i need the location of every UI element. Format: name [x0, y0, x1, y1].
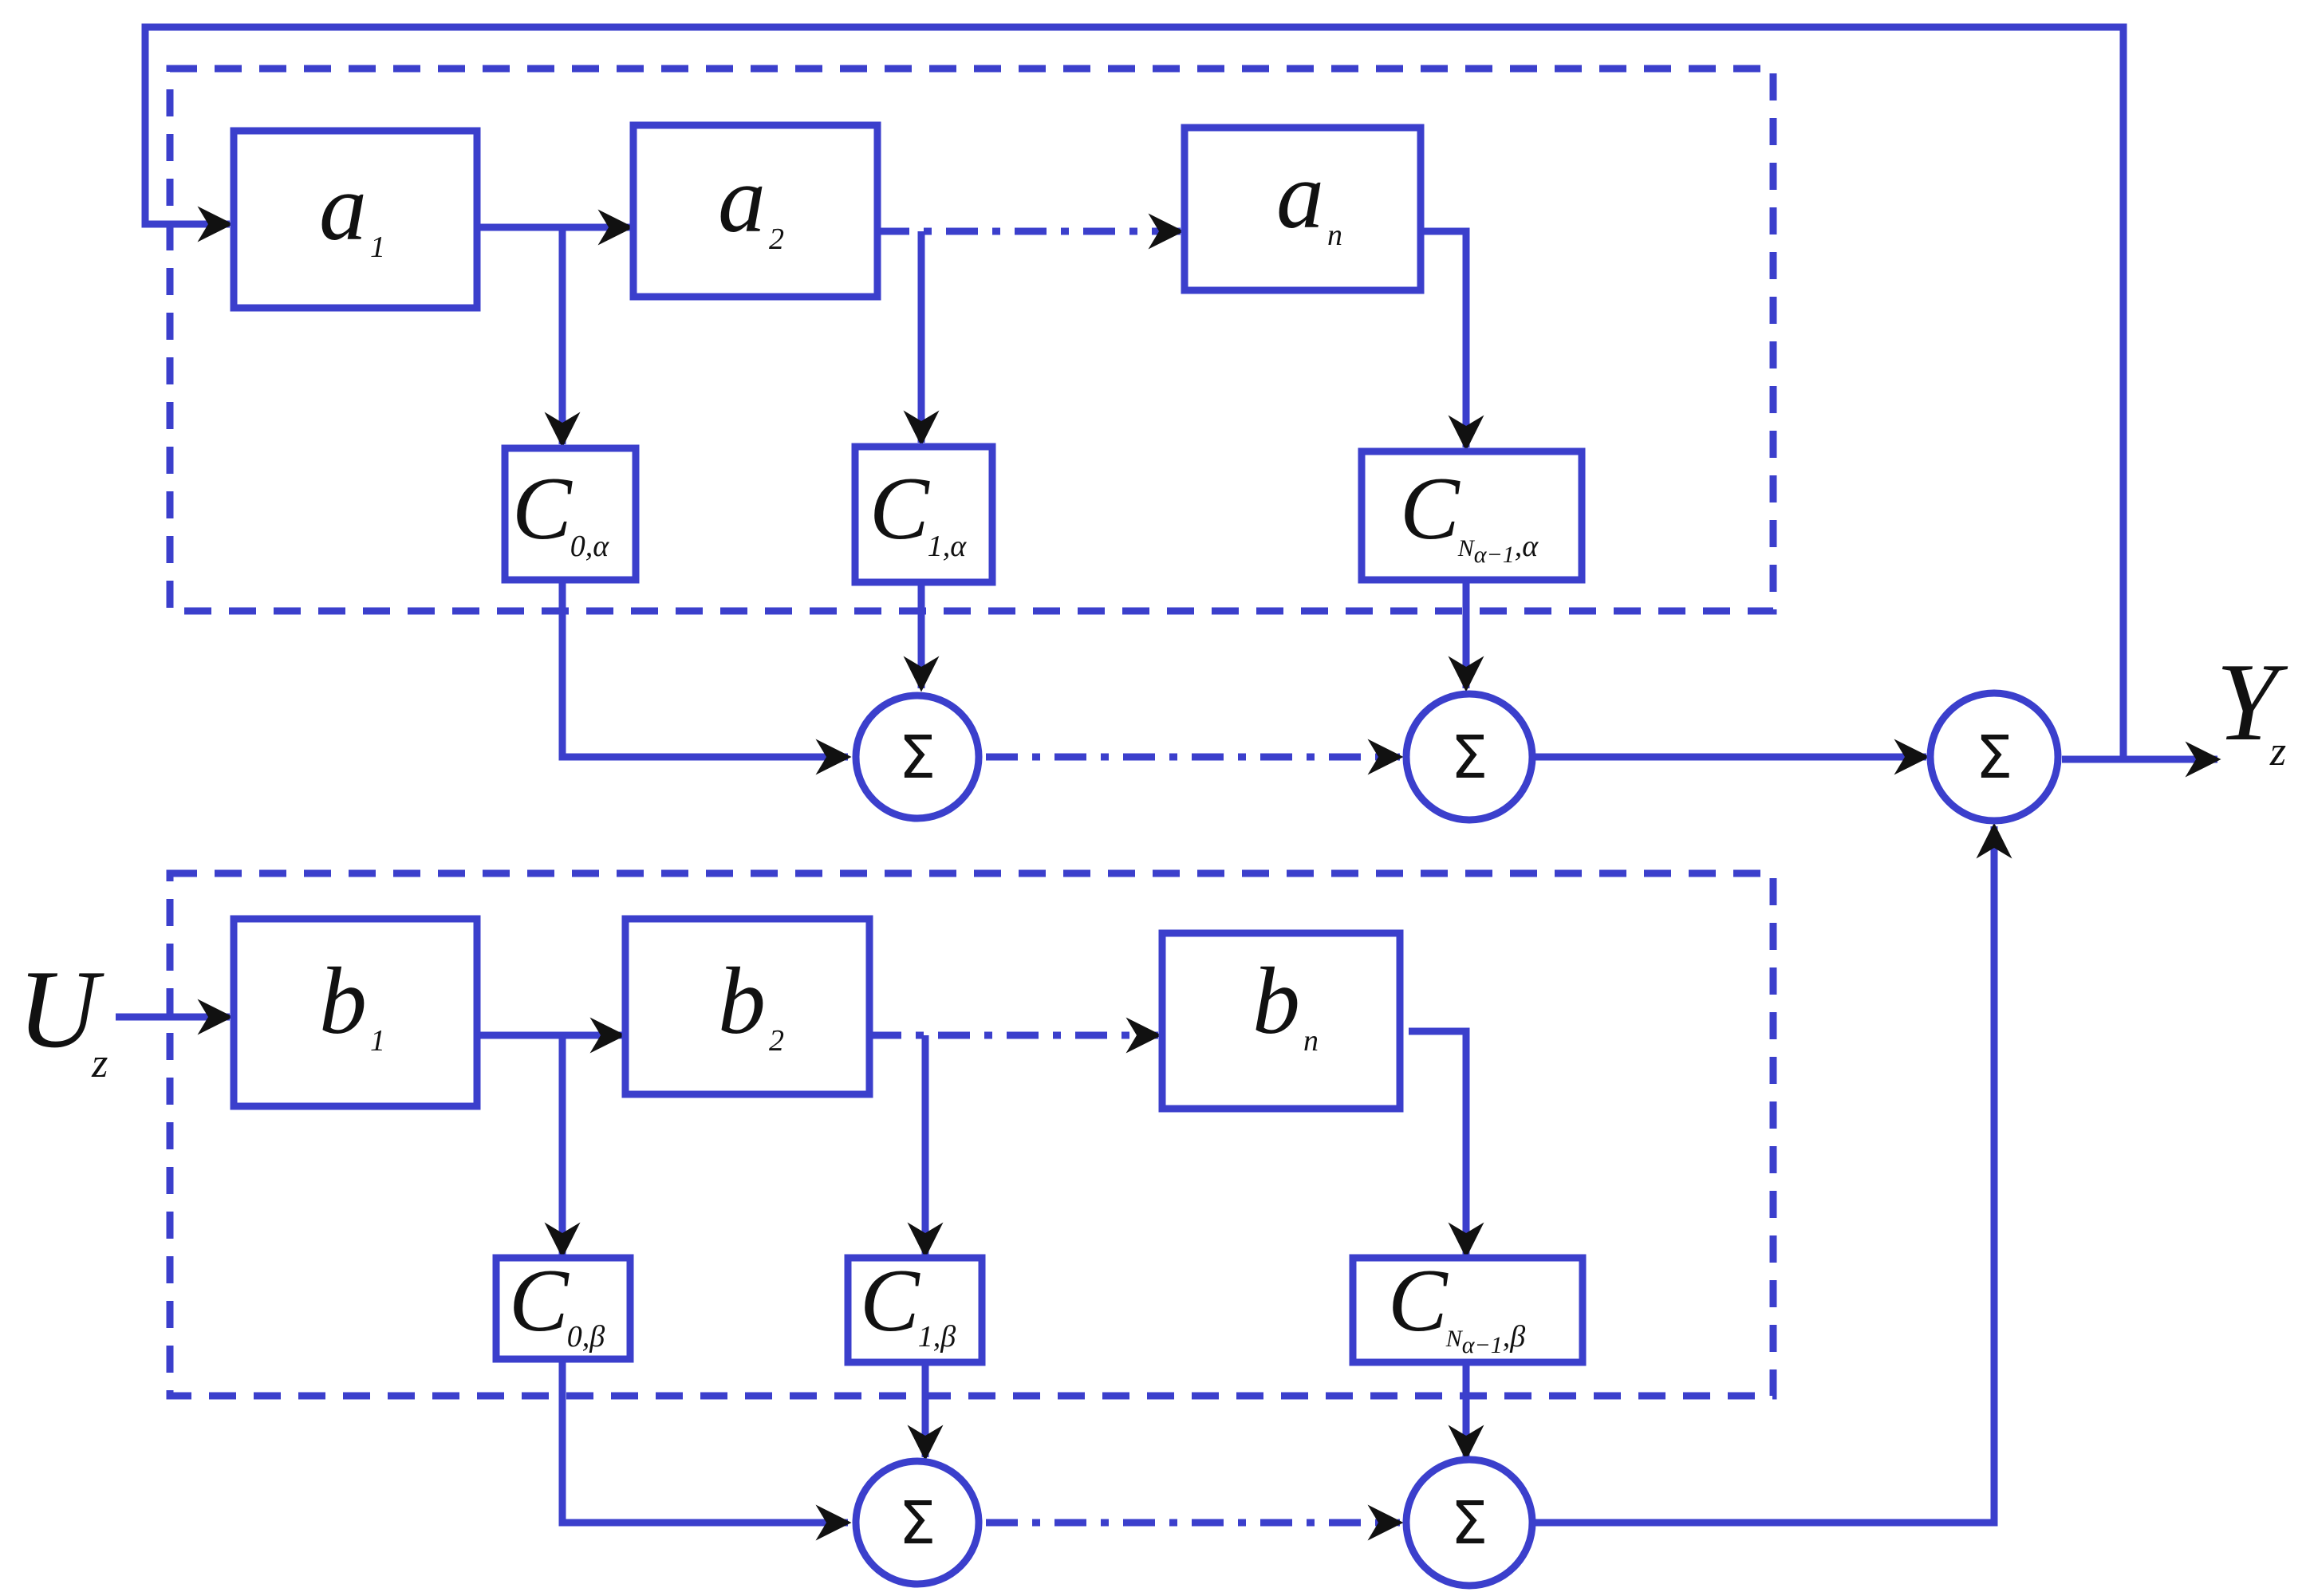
coeff-c0-alpha: C0,α — [501, 444, 640, 584]
summer-beta-2: Σ — [1402, 1456, 1536, 1590]
coeff-c0-beta: C0,β — [492, 1251, 634, 1363]
input-group-boundary — [166, 869, 1777, 1400]
summer-beta-2-symbol: Σ — [1451, 1489, 1488, 1558]
wire-sum2-beta-final — [1535, 822, 2012, 1527]
wire-tap-cn-alpha — [1421, 227, 1484, 451]
summer-beta-1: Σ — [852, 1457, 983, 1588]
coeff-cn-beta-label: CNα−1,β — [1388, 1251, 1525, 1358]
coeff-c0-alpha-label: C0,α — [512, 459, 609, 563]
coeff-cn-alpha-label: CNα−1,α — [1400, 459, 1539, 568]
coeff-c1-beta: C1,β — [844, 1251, 986, 1366]
coeff-c1-beta-label: C1,β — [860, 1251, 956, 1354]
summer-alpha-1: Σ — [852, 692, 983, 822]
wire-tap-cn-beta — [1409, 1027, 1484, 1259]
output-label: Yz — [2216, 640, 2288, 774]
summer-alpha-2-symbol: Σ — [1451, 723, 1488, 792]
coeff-c1-alpha-label: C1,α — [869, 459, 967, 563]
summer-alpha-2: Σ — [1402, 690, 1536, 824]
summer-final-symbol: Σ — [1976, 723, 2013, 792]
wire-c0-beta-sum — [558, 1362, 852, 1541]
coeff-c0-beta-label: C0,β — [509, 1251, 605, 1354]
wire-c0-alpha-sum — [558, 580, 852, 775]
summer-final: Σ — [1926, 689, 2062, 825]
summer-beta-1-symbol: Σ — [899, 1489, 936, 1558]
feedback-wire — [141, 23, 2127, 762]
input-label: Uz — [18, 948, 108, 1086]
coeff-c1-alpha: C1,α — [851, 443, 996, 586]
summer-alpha-1-symbol: Σ — [899, 723, 936, 792]
coeff-cn-beta: CNα−1,β — [1349, 1251, 1587, 1366]
coeff-cn-alpha: CNα−1,α — [1358, 447, 1586, 584]
feedback-group-boundary — [166, 65, 1777, 615]
